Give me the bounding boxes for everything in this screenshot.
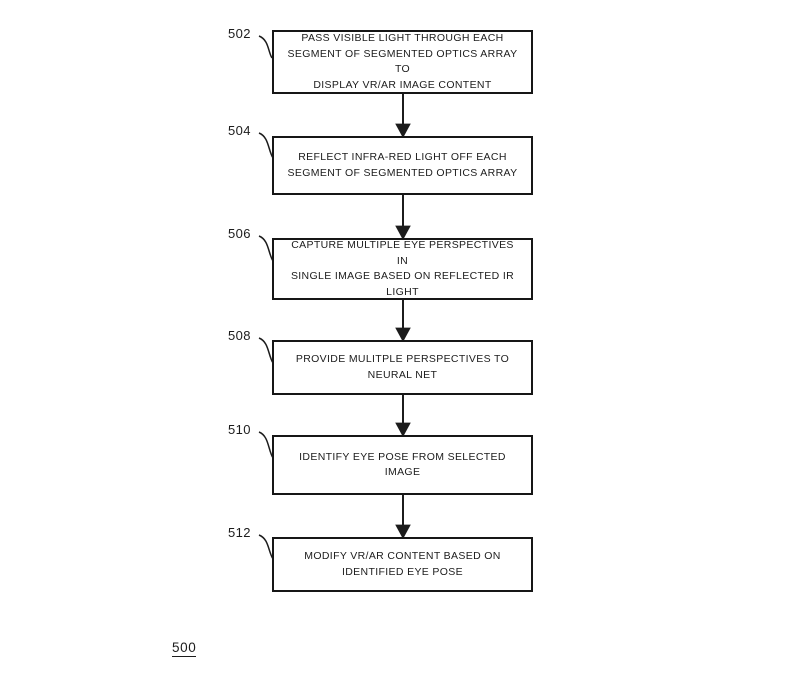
- ref-numeral-510: 510: [228, 422, 251, 437]
- process-box-502-label: PASS VISIBLE LIGHT THROUGH EACH SEGMENT …: [287, 32, 518, 91]
- ref-numeral-508: 508: [228, 328, 251, 343]
- leader-line-504: [258, 132, 274, 159]
- leader-line-502: [258, 35, 273, 59]
- process-box-512-label: MODIFY VR/AR CONTENT BASED ON IDENTIFIED…: [304, 550, 501, 578]
- leader-line-512: [258, 534, 274, 560]
- process-box-510-label: IDENTIFY EYE POSE FROM SELECTED IMAGE: [299, 450, 506, 479]
- ref-numeral-504: 504: [228, 123, 251, 138]
- figure-number-label: 500: [172, 640, 197, 657]
- process-box-510[interactable]: IDENTIFY EYE POSE FROM SELECTED IMAGE: [272, 435, 536, 498]
- ref-numeral-502: 502: [228, 26, 251, 41]
- process-box-508-label: PROVIDE MULITPLE PERSPECTIVES TO NEURAL …: [295, 353, 510, 381]
- process-box-508[interactable]: PROVIDE MULITPLE PERSPECTIVES TO NEURAL …: [272, 340, 536, 398]
- leader-line-506: [258, 235, 274, 262]
- process-box-502[interactable]: PASS VISIBLE LIGHT THROUGH EACH SEGMENT …: [272, 30, 536, 97]
- ref-numeral-506: 506: [228, 226, 251, 241]
- process-box-506-label: CAPTURE MULTIPLE EYE PERSPECTIVES IN SIN…: [290, 239, 515, 298]
- process-box-506[interactable]: CAPTURE MULTIPLE EYE PERSPECTIVES IN SIN…: [272, 238, 536, 303]
- process-box-512[interactable]: MODIFY VR/AR CONTENT BASED ON IDENTIFIED…: [272, 537, 536, 595]
- leader-line-508: [258, 337, 274, 364]
- process-box-504[interactable]: REFLECT INFRA-RED LIGHT OFF EACH SEGMENT…: [272, 136, 536, 198]
- ref-numeral-512: 512: [228, 525, 251, 540]
- leader-line-510: [258, 431, 274, 459]
- process-box-504-label: REFLECT INFRA-RED LIGHT OFF EACH SEGMENT…: [287, 151, 518, 179]
